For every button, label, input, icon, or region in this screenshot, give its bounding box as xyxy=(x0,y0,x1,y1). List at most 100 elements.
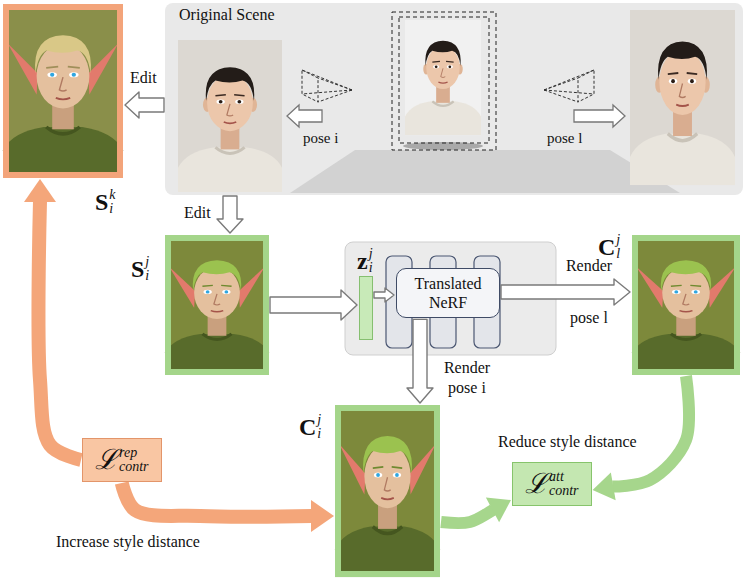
floor-plane xyxy=(290,150,680,193)
script-column: attcontr xyxy=(549,470,579,498)
script-column: jl xyxy=(616,233,620,261)
script-column: repcontr xyxy=(119,446,149,474)
view-arrow xyxy=(574,105,625,127)
camera-frustum xyxy=(544,90,594,94)
arrow-head xyxy=(24,179,56,202)
symbol-base: ℒ xyxy=(525,470,548,498)
math-symbol: ℒrepcontr xyxy=(95,446,149,474)
math-symbol: Cji xyxy=(299,413,321,441)
bounding-box xyxy=(399,17,489,143)
image-frame: Cjl xyxy=(632,235,740,375)
superscript: j xyxy=(145,255,149,269)
node-text: Original Scene xyxy=(179,6,275,24)
image-frame: Cji xyxy=(335,405,440,577)
bounding-box xyxy=(392,12,496,150)
script-column: ji xyxy=(369,247,373,275)
arrow-head xyxy=(311,500,334,532)
node-text: Reduce style distance xyxy=(498,433,637,451)
block-arrow xyxy=(217,196,243,233)
symbol-base: z xyxy=(357,249,368,273)
camera-frustum xyxy=(302,70,352,90)
script-column: ji xyxy=(317,413,321,441)
process-box: Translated NeRF xyxy=(396,268,500,318)
camera-frustum xyxy=(302,70,318,102)
image-frame: Sji xyxy=(165,235,269,375)
node-label: Increase style distance xyxy=(56,533,200,550)
edge-label: Edit xyxy=(184,204,211,221)
superscript: j xyxy=(317,413,321,427)
edge-label: Render pose i xyxy=(444,359,490,396)
connector xyxy=(374,288,394,302)
block-arrow xyxy=(125,92,164,118)
symbol-base: ℒ xyxy=(95,446,118,474)
node-label: Translated NeRF xyxy=(415,275,482,311)
subscript: contr xyxy=(119,460,149,474)
connector xyxy=(501,279,630,305)
symbol-base: S xyxy=(95,190,108,214)
math-label: Sji xyxy=(131,255,149,283)
superscript: k xyxy=(109,188,115,202)
connector xyxy=(407,319,433,403)
subscript: i xyxy=(369,261,373,275)
superscript: j xyxy=(369,247,373,261)
scene-face xyxy=(405,20,481,135)
arrow-head xyxy=(593,473,616,501)
connector xyxy=(270,290,357,320)
block-arrow xyxy=(407,319,433,403)
symbol-base: C xyxy=(598,235,615,259)
node-label: Original Scene xyxy=(179,6,275,23)
subscript: contr xyxy=(549,484,579,498)
pose-label-box: pose i xyxy=(303,129,338,147)
connector xyxy=(125,92,164,118)
scene-panel-ground xyxy=(165,3,743,195)
math-label: ℒattcontr xyxy=(525,470,579,498)
camera-frustum xyxy=(544,70,594,90)
thick-arrow xyxy=(441,509,493,523)
node-text: Translated NeRF xyxy=(401,274,495,312)
latent-code-bar: zji xyxy=(359,276,373,340)
math-symbol: Cjl xyxy=(598,233,620,261)
edge-label-box: Render pose l xyxy=(560,240,618,344)
symbol-base: S xyxy=(131,257,144,281)
block-arrow xyxy=(501,279,630,305)
pose-label: pose l xyxy=(547,130,582,146)
math-label: Cji xyxy=(299,413,321,441)
math-label: ℒrepcontr xyxy=(95,446,149,474)
script-column: ki xyxy=(109,188,115,216)
subscript: i xyxy=(109,202,115,216)
photo-pose-l xyxy=(630,10,735,185)
connector xyxy=(441,498,511,523)
loss-box: ℒrepcontrIncrease style distance xyxy=(82,438,162,482)
edited-photo xyxy=(165,235,269,375)
network-layer xyxy=(386,256,500,348)
edge-label-box: Edit xyxy=(184,203,211,222)
thick-arrow xyxy=(38,201,81,460)
node-text: Increase style distance xyxy=(56,533,200,551)
thick-arrow xyxy=(612,376,689,487)
camera-frustum xyxy=(302,90,352,94)
superscript: rep xyxy=(119,446,149,460)
loss-box: Reduce style distanceℒattcontr xyxy=(512,462,592,506)
block-arrow xyxy=(374,288,394,302)
camera-frustum xyxy=(578,70,594,102)
camera-frustum xyxy=(544,70,594,102)
edited-photo xyxy=(3,4,123,178)
edge-label: Edit xyxy=(130,69,157,86)
math-symbol: ℒattcontr xyxy=(525,470,579,498)
script-column: ji xyxy=(145,255,149,283)
rendered-photo xyxy=(632,235,740,375)
arrow-head xyxy=(486,498,511,523)
superscript: j xyxy=(616,233,620,247)
connector xyxy=(122,483,334,532)
symbol-base: C xyxy=(299,415,316,439)
edge-label-box: Edit xyxy=(130,68,157,87)
scene-panel: Original Scene xyxy=(165,3,743,195)
subscript: l xyxy=(616,247,620,261)
connector xyxy=(217,196,243,233)
image-frame: Ski xyxy=(3,4,123,178)
view-arrow xyxy=(287,105,322,127)
math-label: Ski xyxy=(95,188,116,216)
rendered-photo xyxy=(335,405,440,577)
camera-frustum xyxy=(544,78,578,90)
